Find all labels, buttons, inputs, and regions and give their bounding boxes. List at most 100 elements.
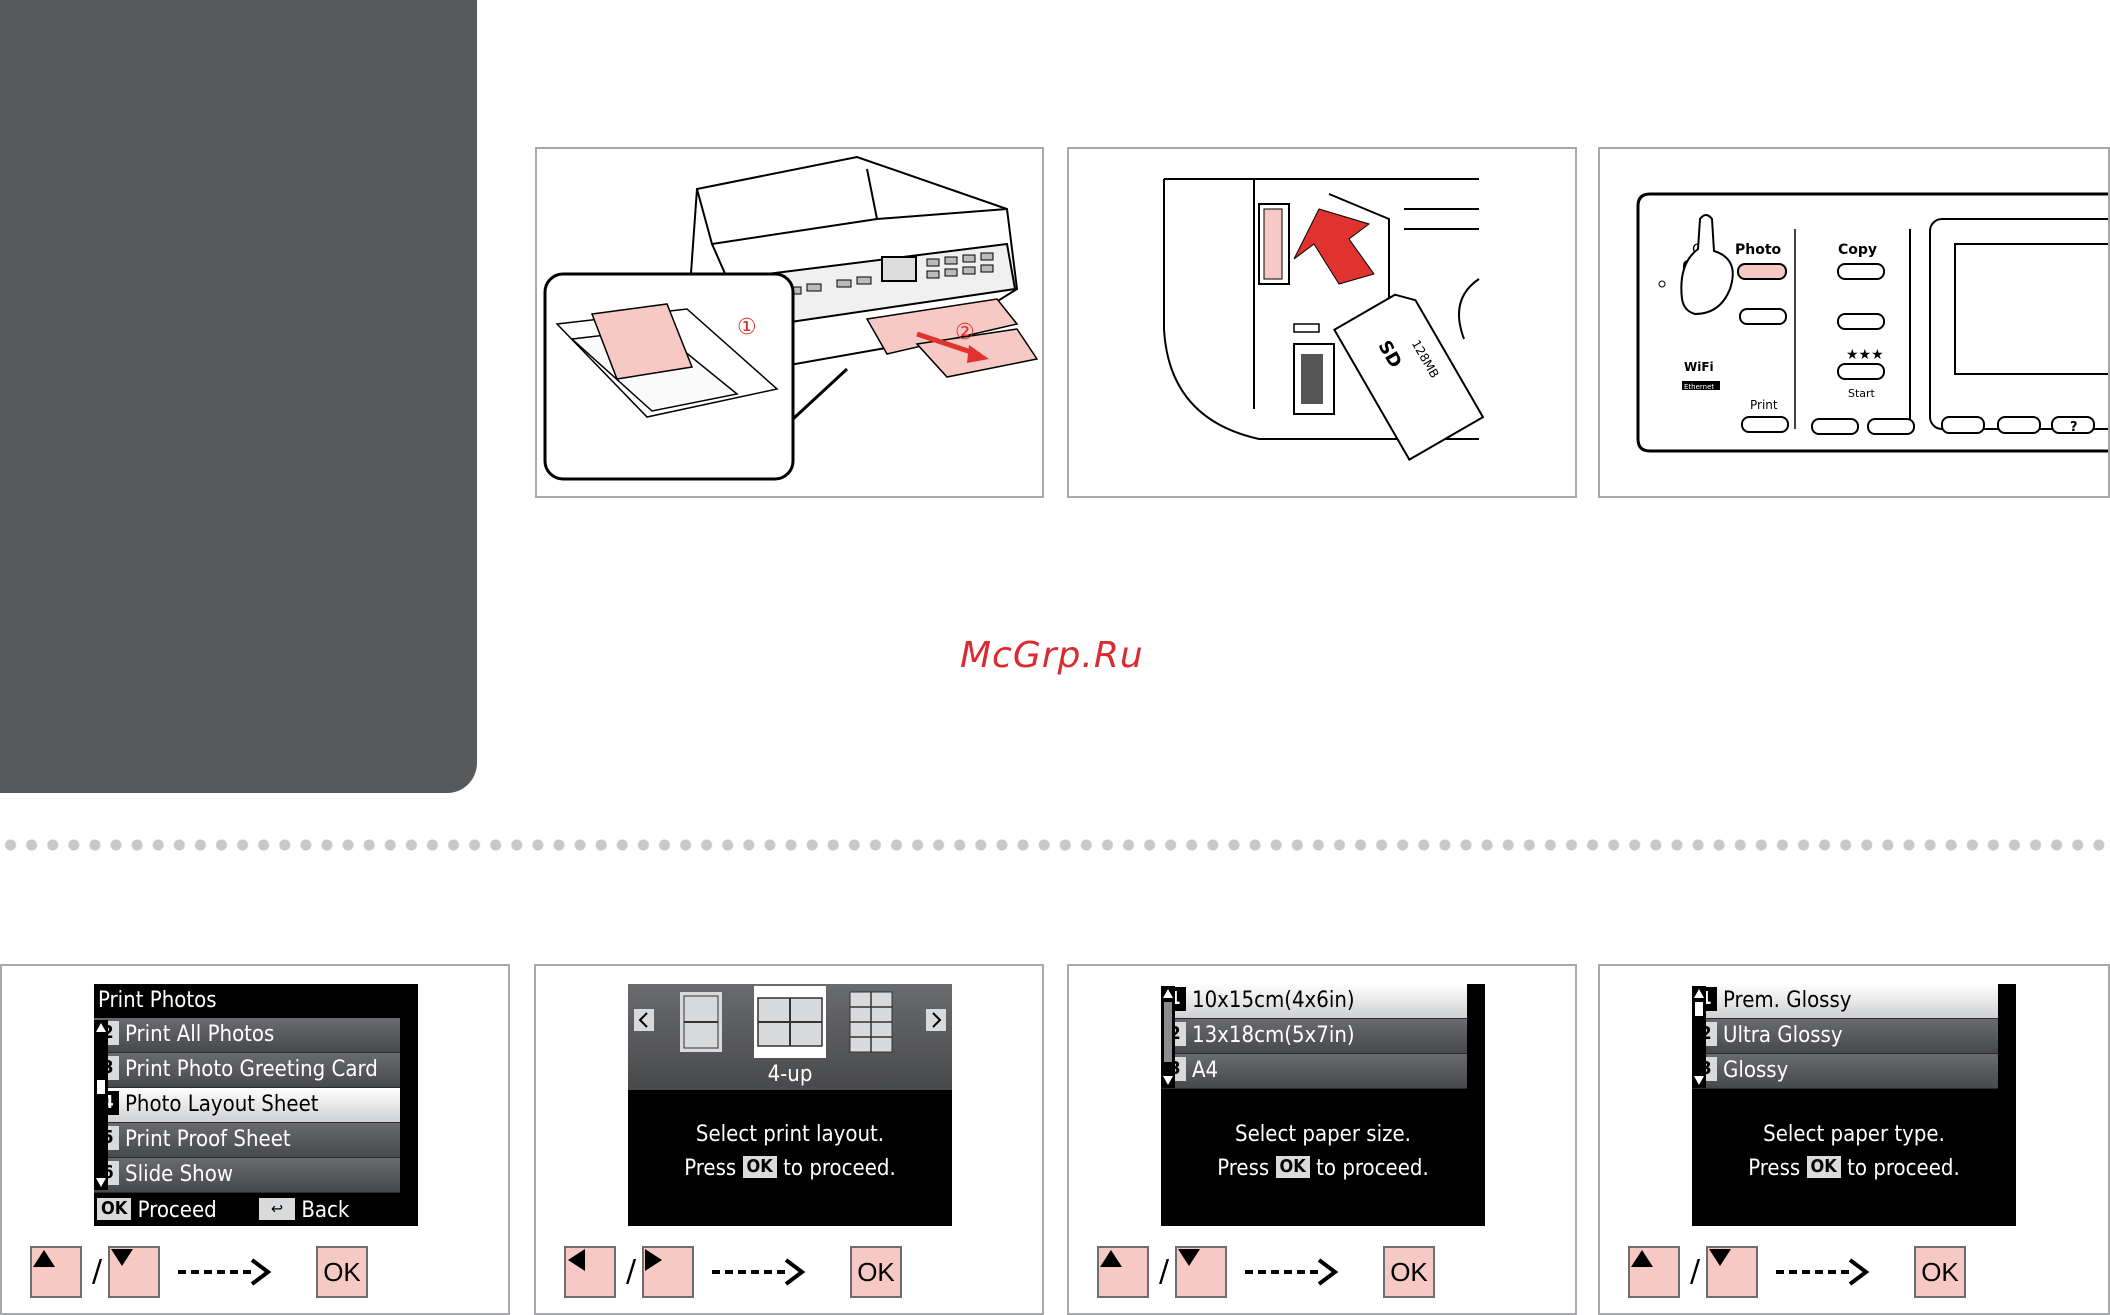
ethernet-label: Ethernet [1684,383,1714,391]
separator: / [626,1254,637,1289]
instruction-line-2: Press OK to proceed. [1161,1152,1485,1186]
separator: / [1690,1254,1701,1289]
section-divider [0,838,2110,852]
press-text: Press [1748,1156,1801,1181]
to-proceed-text: to proceed. [1847,1156,1960,1181]
instruction-line-2: Press OK to proceed. [628,1152,952,1186]
item-label: 13x18cm(5x7in) [1192,1023,1355,1048]
instruction-line-1: Select paper type. [1763,1122,1945,1147]
ok-button[interactable]: OK [850,1246,902,1298]
then-arrow-icon [1245,1258,1339,1286]
stars-label: ★★★ [1846,347,1884,363]
watermark: McGrp.Ru [960,635,1144,676]
item-label: Prem. Glossy [1723,988,1852,1013]
ok-key-icon: OK [1275,1156,1310,1178]
start-label: Start [1848,387,1876,400]
ok-key-icon: OK [1806,1156,1841,1178]
layout-name: 4-up [767,1062,813,1087]
down-button[interactable] [1175,1246,1227,1298]
separator: / [92,1254,103,1289]
scrollbar[interactable] [1161,986,1175,1088]
wifi-label: WiFi [1684,360,1714,374]
instruction-line-1: Select paper size. [1235,1122,1411,1147]
press-text: Press [1217,1156,1270,1181]
press-text: Press [684,1156,737,1181]
up-button[interactable] [1097,1246,1149,1298]
help-label: ? [2070,420,2078,435]
then-arrow-icon [178,1258,272,1286]
back-label: Back [301,1198,350,1223]
lcd-title: Print Photos [94,984,418,1018]
then-arrow-icon [1776,1258,1870,1286]
photo-label: Photo [1735,242,1782,258]
down-button[interactable] [1706,1246,1758,1298]
item-label: Photo Layout Sheet [125,1092,319,1117]
down-button[interactable] [108,1246,160,1298]
button-sequence: / OK [1628,1246,2088,1302]
item-label: Slide Show [125,1162,234,1187]
up-arrow-icon [1100,1250,1122,1267]
up-button[interactable] [30,1246,82,1298]
separator: / [1159,1254,1170,1289]
figure-control-panel: On Photo Copy ★★★ WiFi Ethernet Print St… [1598,147,2110,498]
down-arrow-icon [1709,1249,1731,1266]
item-label: Print Proof Sheet [125,1127,291,1152]
item-label: Ultra Glossy [1723,1023,1843,1048]
left-button[interactable] [564,1246,616,1298]
up-button[interactable] [1628,1246,1680,1298]
lcd-footer: OK Proceed ↩ Back [94,1196,418,1226]
ok-button[interactable]: OK [1383,1246,1435,1298]
figure-insert-card: SD 128MB [1067,147,1577,498]
ok-button[interactable]: OK [316,1246,368,1298]
to-proceed-text: to proceed. [783,1156,896,1181]
instruction-line-2: Press OK to proceed. [1692,1152,2016,1186]
ok-key-icon: OK [742,1156,777,1178]
item-label: Glossy [1723,1058,1789,1083]
scrollbar[interactable] [94,1020,108,1190]
right-button[interactable] [642,1246,694,1298]
control-panel-illustration: On Photo Copy ★★★ WiFi Ethernet Print St… [1636,192,2108,453]
up-arrow-icon [1631,1250,1653,1267]
ok-button[interactable]: OK [1914,1246,1966,1298]
marker-2: ② [955,320,975,345]
then-arrow-icon [712,1258,806,1286]
down-arrow-icon [111,1249,133,1266]
layout-thumbnails [634,986,946,1058]
ok-key-icon: OK [97,1198,132,1220]
back-key-icon: ↩ [259,1198,296,1220]
right-arrow-icon [645,1249,662,1271]
to-proceed-text: to proceed. [1316,1156,1429,1181]
layout-carousel: 4-up [628,984,952,1090]
proceed-label: Proceed [137,1198,217,1223]
item-label: Print All Photos [125,1022,275,1047]
figure-load-paper: ② ① [535,147,1044,498]
panel-step-layout: 4-up Select print layout. Press OK to pr… [534,964,1044,1315]
item-label: Print Photo Greeting Card [125,1057,378,1082]
scrollbar[interactable] [1692,986,1706,1088]
lcd-screen: 4-up Select print layout. Press OK to pr… [628,984,952,1226]
left-arrow-icon [568,1249,585,1271]
button-sequence: / OK [30,1246,490,1302]
button-sequence: / OK [1097,1246,1557,1302]
marker-1: ① [737,315,757,340]
instruction-line-1: Select print layout. [695,1122,885,1147]
up-arrow-icon [33,1250,55,1267]
printer-cassette-illustration: ② ① [543,155,1039,481]
memory-card-illustration: SD 128MB [1163,178,1485,461]
